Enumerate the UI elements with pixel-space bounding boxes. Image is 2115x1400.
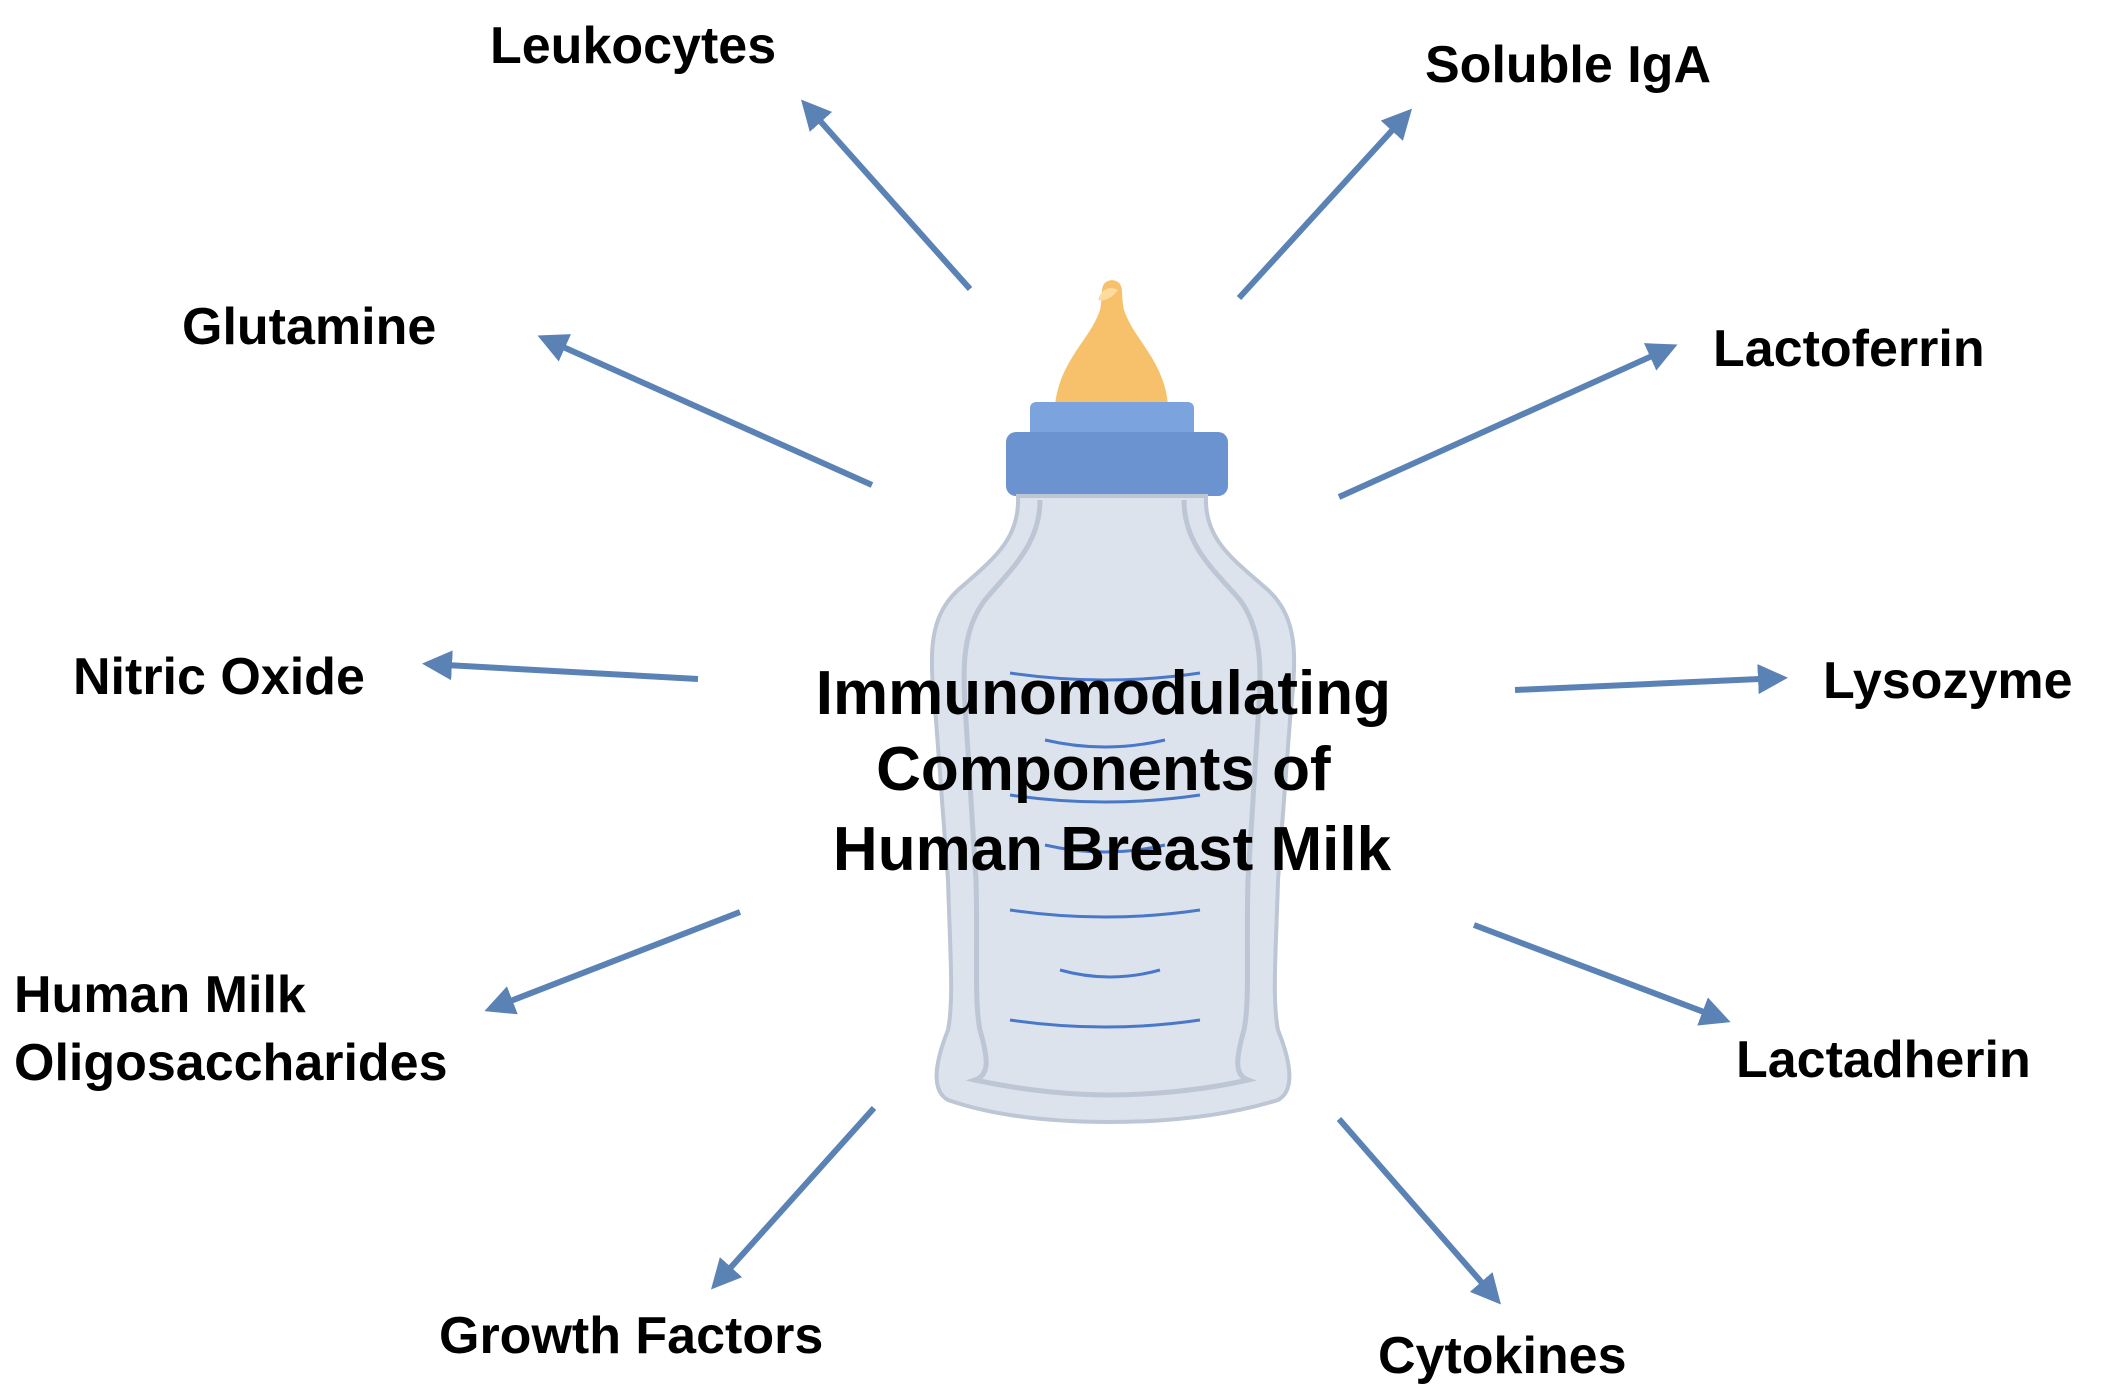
label-hmo-line-2: Oligosaccharides xyxy=(14,1034,448,1092)
component-arrows xyxy=(422,99,1788,1305)
arrow-to-soluble-iga xyxy=(1236,108,1413,301)
label-glutamine-line-1: Glutamine xyxy=(182,298,436,356)
label-growth-factors: Growth Factors xyxy=(439,1307,823,1365)
arrow-to-lactoferrin xyxy=(1337,343,1678,500)
center-title-line-1: Immunomodulating xyxy=(816,659,1391,728)
bottle-nipple-icon xyxy=(1055,280,1168,405)
label-soluble-iga-line-1: Soluble IgA xyxy=(1425,36,1711,94)
label-lactadherin-line-1: Lactadherin xyxy=(1736,1031,2031,1089)
measurement-line xyxy=(1044,738,1166,749)
bottle-body xyxy=(929,494,1297,1125)
label-leukocytes: Leukocytes xyxy=(490,17,776,75)
label-hmo-line-1: Human Milk xyxy=(14,966,306,1024)
center-title: Immunomodulating Components of Human Bre… xyxy=(816,659,1408,884)
arrow-to-lysozyme xyxy=(1514,664,1788,695)
arrow-to-human-milk-oligosaccharides xyxy=(484,909,742,1015)
measurement-line xyxy=(1009,908,1201,919)
label-lactoferrin-line-1: Lactoferrin xyxy=(1713,320,1985,378)
label-growth-factors-line-1: Growth Factors xyxy=(439,1307,823,1365)
center-title-line-2: Components of xyxy=(876,735,1331,804)
measurement-line xyxy=(1009,1018,1201,1029)
measurement-line xyxy=(1009,671,1201,682)
arrow-to-glutamine xyxy=(537,334,874,488)
measurement-line xyxy=(1009,793,1201,804)
baby-bottle-illustration xyxy=(929,280,1297,1125)
label-lactoferrin: Lactoferrin xyxy=(1713,320,1985,378)
label-leukocytes-line-1: Leukocytes xyxy=(490,17,776,75)
label-glutamine: Glutamine xyxy=(182,298,436,356)
label-cytokines-line-1: Cytokines xyxy=(1378,1327,1627,1385)
label-nitric-oxide: Nitric Oxide xyxy=(73,648,365,706)
arrow-to-leukocytes xyxy=(801,99,973,291)
bottle-inner-outline xyxy=(961,499,1263,1098)
bottle-collar-top xyxy=(1030,402,1194,440)
bottle-measurement-lines xyxy=(1009,671,1201,1029)
component-labels: Leukocytes Soluble IgA Glutamine Lactofe… xyxy=(14,17,2073,1385)
bottle-nipple-highlight xyxy=(1098,288,1118,301)
bottle-cap xyxy=(1006,432,1228,496)
label-lysozyme-line-1: Lysozyme xyxy=(1823,652,2073,710)
label-lactadherin: Lactadherin xyxy=(1736,1031,2031,1089)
label-cytokines: Cytokines xyxy=(1378,1327,1627,1385)
center-title-line-3: Human Breast Milk xyxy=(833,815,1392,884)
arrow-to-growth-factors xyxy=(710,1105,877,1290)
label-nitric-oxide-line-1: Nitric Oxide xyxy=(73,648,365,706)
arrow-to-cytokines xyxy=(1336,1117,1501,1305)
label-soluble-iga: Soluble IgA xyxy=(1425,36,1711,94)
measurement-line xyxy=(1044,843,1166,854)
label-lysozyme: Lysozyme xyxy=(1823,652,2073,710)
measurement-line xyxy=(1059,968,1161,979)
arrow-to-nitric-oxide xyxy=(422,650,699,682)
label-human-milk-oligosaccharides: Human Milk Oligosaccharides xyxy=(14,966,448,1092)
arrow-to-lactadherin xyxy=(1472,922,1731,1026)
